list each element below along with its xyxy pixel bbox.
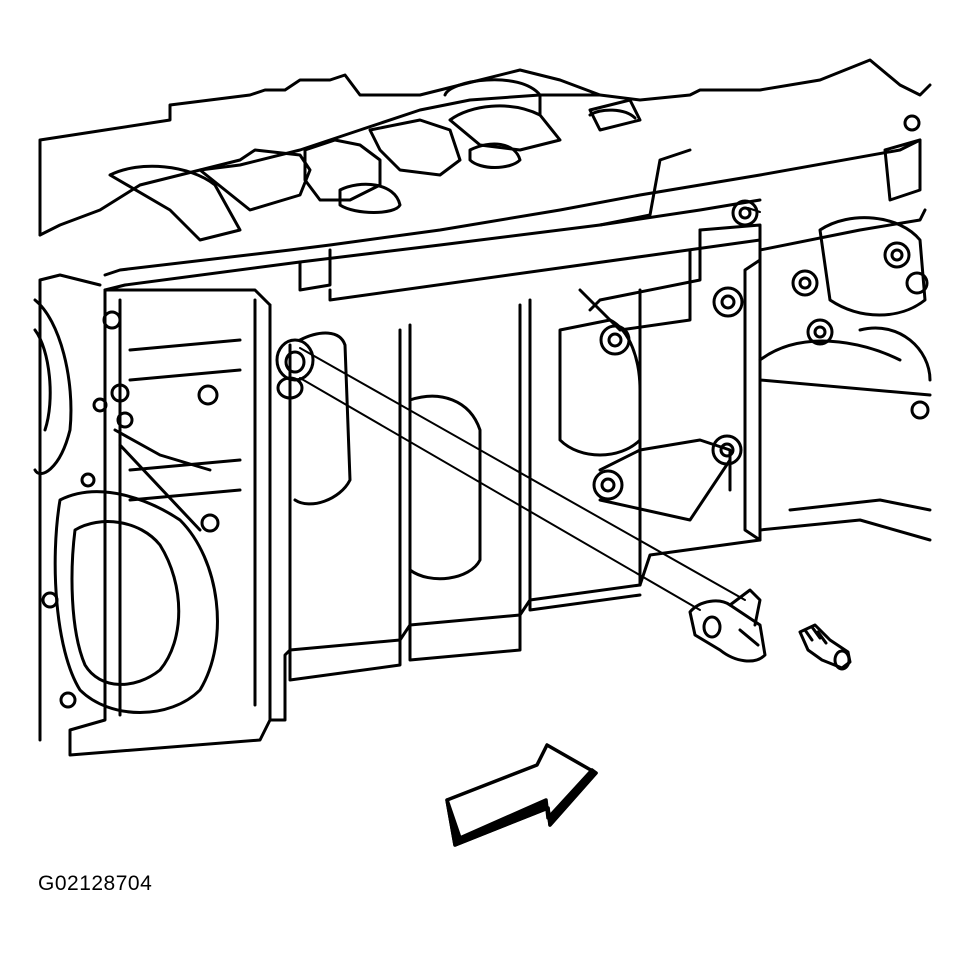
block-skirt	[268, 199, 762, 722]
bolt	[798, 623, 852, 671]
front-cover	[33, 273, 272, 757]
sensor-bore	[275, 338, 315, 400]
front-direction-arrow	[445, 743, 598, 847]
sensor-component	[688, 588, 767, 663]
figure-code: G02128704	[38, 872, 153, 895]
rear-housing	[758, 114, 932, 542]
installation-guide-lines	[299, 207, 761, 611]
engine-block	[38, 58, 932, 292]
